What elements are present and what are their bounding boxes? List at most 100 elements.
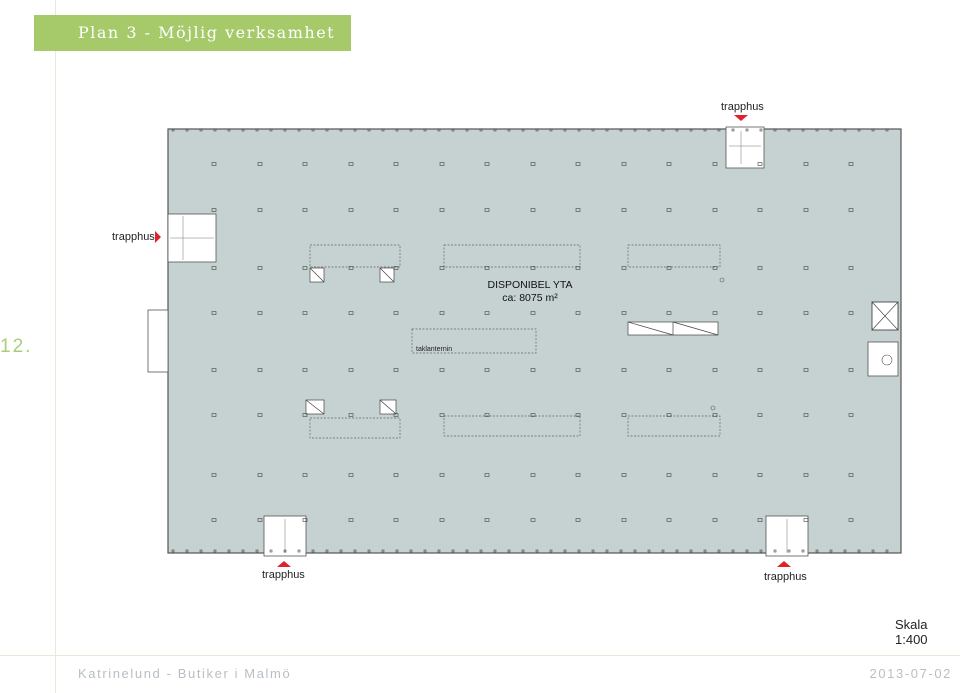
wall-tick (367, 549, 371, 553)
column (848, 208, 854, 212)
skylight-5 (309, 417, 401, 439)
wall-tick (339, 128, 343, 132)
wall-tick (423, 549, 427, 553)
wall-tick (507, 549, 511, 553)
wall-tick (843, 128, 847, 132)
wall-tick (451, 549, 455, 553)
wall-tick (535, 128, 539, 132)
available-area-label: DISPONIBEL YTA ca: 8075 m² (480, 279, 580, 305)
column (302, 208, 308, 212)
wall-tick (605, 549, 609, 553)
column (302, 162, 308, 166)
column (530, 413, 536, 417)
column (530, 368, 536, 372)
wall-tick (871, 549, 875, 553)
wall-tick (773, 128, 777, 132)
left-annex (147, 309, 169, 373)
wall-tick (759, 549, 763, 553)
column (666, 162, 672, 166)
title-banner (34, 15, 351, 51)
column (393, 518, 399, 522)
column (848, 473, 854, 477)
column (302, 473, 308, 477)
column (257, 311, 263, 315)
column (348, 266, 354, 270)
column (302, 518, 308, 522)
wall-tick (731, 549, 735, 553)
wall-tick (171, 128, 175, 132)
skylight-7 (627, 415, 721, 437)
stair-marker-left (155, 231, 161, 243)
column (712, 311, 718, 315)
column (621, 208, 627, 212)
column (348, 368, 354, 372)
wall-tick (269, 549, 273, 553)
column (575, 208, 581, 212)
column (530, 162, 536, 166)
column (666, 208, 672, 212)
wall-tick (717, 128, 721, 132)
wall-tick (171, 549, 175, 553)
wall-tick (787, 549, 791, 553)
column (302, 368, 308, 372)
column (257, 266, 263, 270)
column (484, 473, 490, 477)
scale-label: Skala 1:400 (895, 617, 928, 647)
column-grid (171, 128, 889, 553)
wall-tick (507, 128, 511, 132)
wall-tick (325, 549, 329, 553)
column (530, 266, 536, 270)
footer-date: 2013-07-02 (869, 666, 952, 681)
column (393, 162, 399, 166)
column (257, 473, 263, 477)
column (575, 368, 581, 372)
stair-label-bottom-left: trapphus (262, 569, 305, 581)
column (803, 413, 809, 417)
column (621, 311, 627, 315)
wall-tick (479, 128, 483, 132)
column (393, 368, 399, 372)
wall-tick (843, 549, 847, 553)
wall-tick (661, 549, 665, 553)
wall-tick (535, 549, 539, 553)
column (848, 311, 854, 315)
wall-tick (479, 549, 483, 553)
wall-tick (703, 549, 707, 553)
wall-tick (857, 128, 861, 132)
column (211, 311, 217, 315)
wall-tick (829, 549, 833, 553)
column (211, 266, 217, 270)
column (621, 518, 627, 522)
wall-tick (185, 549, 189, 553)
wall-tick (675, 128, 679, 132)
column (803, 208, 809, 212)
wall-tick (437, 128, 441, 132)
wall-tick (241, 549, 245, 553)
wall-tick (619, 549, 623, 553)
floor-area (167, 128, 902, 554)
wall-tick (297, 128, 301, 132)
column (621, 473, 627, 477)
stair-label-top: trapphus (721, 101, 764, 113)
column (666, 473, 672, 477)
wall-tick (437, 549, 441, 553)
column (302, 311, 308, 315)
column (575, 518, 581, 522)
stair-core-top (725, 126, 765, 169)
column (393, 208, 399, 212)
stair-label-left: trapphus (112, 231, 155, 243)
wall-tick (325, 128, 329, 132)
skylight-2 (443, 244, 581, 268)
column (257, 518, 263, 522)
wall-tick (577, 128, 581, 132)
column (803, 311, 809, 315)
wall-tick (367, 128, 371, 132)
column (803, 473, 809, 477)
column (302, 413, 308, 417)
column (803, 368, 809, 372)
wall-tick (689, 549, 693, 553)
column (439, 368, 445, 372)
crossed-boxes (305, 267, 397, 415)
wall-tick (381, 128, 385, 132)
